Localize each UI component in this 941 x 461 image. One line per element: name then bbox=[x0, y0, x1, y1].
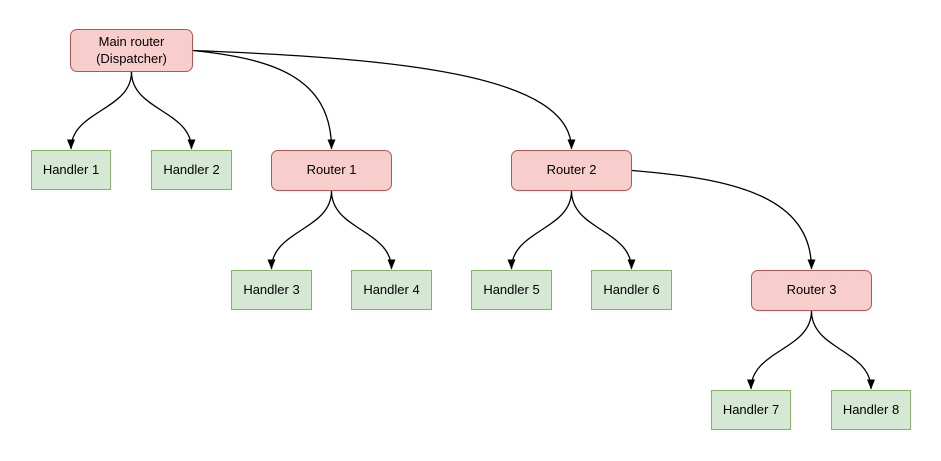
node-label-router-3: Router 3 bbox=[786, 282, 837, 298]
node-label-handler-6: Handler 6 bbox=[603, 281, 660, 297]
node-label-router-2: Router 2 bbox=[546, 162, 597, 178]
edge-main-router-to-router-2 bbox=[192, 49, 576, 150]
node-label-handler-7: Handler 7 bbox=[722, 401, 780, 417]
edge-main-router-to-handler-1 bbox=[67, 71, 133, 150]
edge-router-2-to-router-3 bbox=[631, 169, 816, 270]
node-label-handler-8: Handler 8 bbox=[842, 401, 900, 417]
node-handler-4: Handler 4 bbox=[351, 270, 432, 310]
edge-router-1-to-handler-4 bbox=[330, 190, 396, 270]
node-label-handler-4: Handler 4 bbox=[363, 281, 420, 297]
node-label-router-1: Router 1 bbox=[306, 162, 357, 178]
edge-router-3-to-handler-7 bbox=[747, 310, 813, 390]
node-router-2: Router 2 bbox=[511, 150, 632, 191]
node-handler-5: Handler 5 bbox=[471, 270, 552, 310]
node-handler-8: Handler 8 bbox=[831, 390, 911, 430]
node-label-handler-1: Handler 1 bbox=[42, 161, 100, 177]
node-label-handler-5: Handler 5 bbox=[483, 281, 540, 297]
node-handler-2: Handler 2 bbox=[151, 150, 232, 190]
edge-router-3-to-handler-8 bbox=[810, 310, 875, 390]
node-handler-3: Handler 3 bbox=[231, 270, 312, 310]
edge-router-2-to-handler-5 bbox=[507, 190, 573, 270]
node-handler-6: Handler 6 bbox=[591, 270, 672, 310]
node-label-main-router: Main router (Dispatcher) bbox=[96, 34, 167, 66]
edge-main-router-to-router-1 bbox=[192, 49, 336, 150]
edge-router-2-to-handler-6 bbox=[570, 190, 636, 270]
node-router-1: Router 1 bbox=[271, 150, 392, 191]
node-handler-1: Handler 1 bbox=[31, 150, 111, 190]
node-label-handler-2: Handler 2 bbox=[163, 161, 220, 177]
edge-main-router-to-handler-2 bbox=[130, 71, 196, 150]
edge-router-1-to-handler-3 bbox=[267, 190, 333, 270]
node-router-3: Router 3 bbox=[751, 270, 872, 311]
node-label-handler-3: Handler 3 bbox=[243, 281, 300, 297]
node-handler-7: Handler 7 bbox=[711, 390, 791, 430]
node-main-router: Main router (Dispatcher) bbox=[70, 29, 193, 72]
